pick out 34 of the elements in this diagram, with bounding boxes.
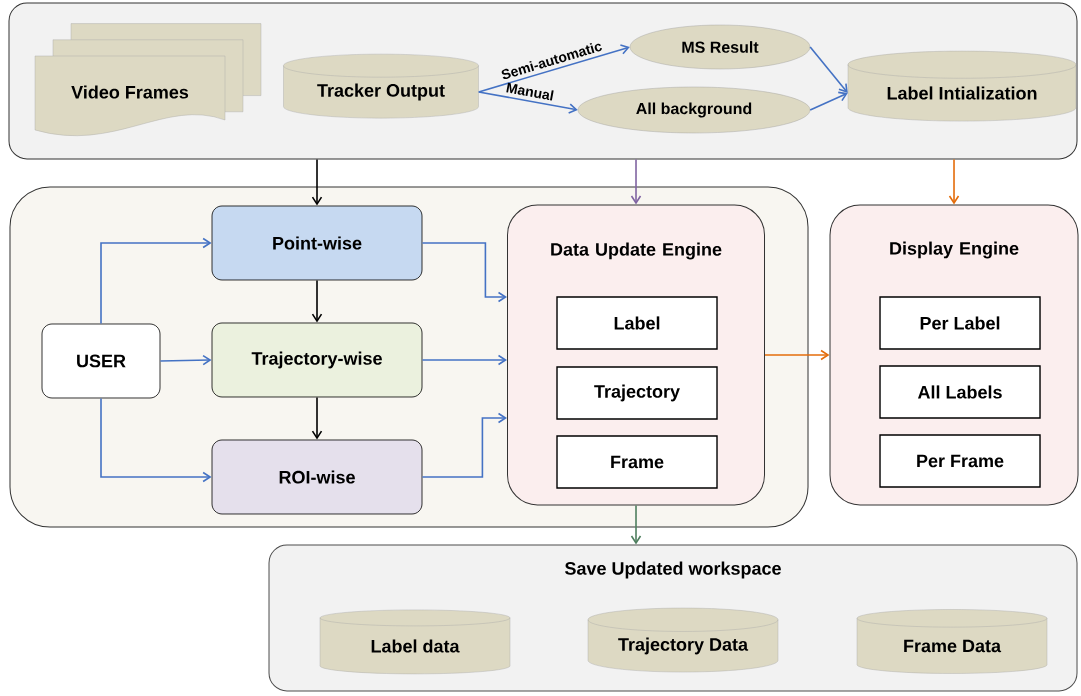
- arrow: [948, 158, 960, 205]
- arrow: [311, 158, 323, 206]
- process-box: ROI-wise: [211, 439, 423, 515]
- item-box: Label: [556, 296, 718, 350]
- arrow: [809, 46, 848, 93]
- arrow: [630, 504, 642, 545]
- item-box: Per Frame: [879, 434, 1041, 488]
- database-cylinder: Label data: [319, 609, 511, 675]
- arrow: [100, 237, 212, 325]
- item-box: All Labels: [879, 365, 1041, 419]
- arrow: [477, 91, 578, 114]
- database-cylinder: Label Intialization: [847, 50, 1077, 122]
- arrow: [159, 354, 212, 366]
- arrow: [764, 349, 830, 361]
- arrow: [421, 242, 507, 303]
- ellipse-node: MS Result: [629, 24, 811, 70]
- arrow: [311, 279, 323, 323]
- process-box: Point-wise: [211, 205, 423, 281]
- process-box: USER: [41, 323, 161, 399]
- arrow: [421, 412, 507, 478]
- item-box: Frame: [556, 435, 718, 489]
- arrow: [100, 397, 212, 483]
- database-cylinder: Frame Data: [856, 609, 1048, 674]
- arrow: [311, 396, 323, 440]
- arrow: [421, 354, 507, 366]
- edge-label: Manual: [506, 82, 554, 101]
- database-cylinder: Trajectory Data: [587, 607, 779, 673]
- item-box: Trajectory: [556, 366, 718, 420]
- item-box: Per Label: [879, 296, 1041, 350]
- arrow: [809, 91, 848, 111]
- arrow: [630, 158, 642, 205]
- process-box: Trajectory-wise: [211, 322, 423, 398]
- database-cylinder: Tracker Output: [283, 53, 479, 119]
- ellipse-node: All background: [577, 86, 811, 134]
